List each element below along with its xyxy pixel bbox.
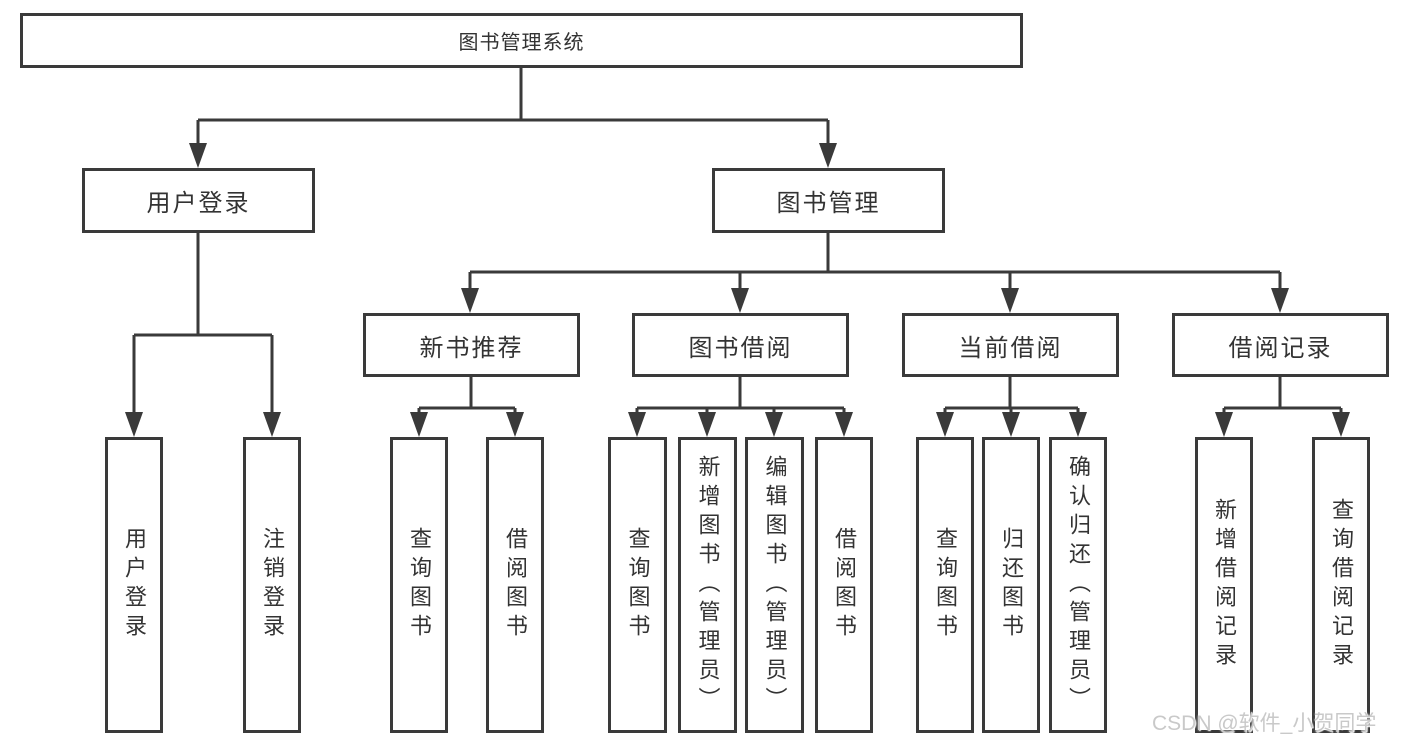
- csdn-watermark: CSDN @软件_小贺同学: [1152, 712, 1377, 735]
- connector-book-borrowing-to-leaves: [628, 377, 853, 437]
- connector-book-management-to-level3: [461, 233, 1289, 313]
- node-leaf-add-books-admin: 新增图书（管理员）: [678, 437, 737, 733]
- leaf-label: 注销登录: [260, 527, 285, 643]
- leaf-label: 新增图书（管理员）: [695, 454, 721, 716]
- connector-root-to-level2: [189, 68, 837, 168]
- arrowhead-leaf-confirm-return: [1069, 412, 1087, 437]
- node-library-management-system: 图书管理系统: [20, 13, 1023, 68]
- arrowhead-leaf-user-login: [125, 412, 143, 437]
- arrowhead-leaf-query-books: [410, 412, 428, 437]
- connector-path: [196, 68, 830, 148]
- arrowhead-leaf-borrow-books: [835, 412, 853, 437]
- leaf-label: 查询借阅记录: [1329, 498, 1354, 672]
- connector-path: [635, 377, 846, 416]
- node-leaf-query-borrow-record: 查询借阅记录: [1312, 437, 1370, 733]
- arrowhead-leaf-add-books: [698, 412, 716, 437]
- arrowhead-leaf-query-books: [936, 412, 954, 437]
- arrowhead-leaf-query-record: [1332, 412, 1350, 437]
- arrowhead-borrow-records: [1271, 288, 1289, 313]
- leaf-label: 编辑图书（管理员）: [762, 454, 788, 716]
- connector-path: [468, 233, 1282, 292]
- leaf-label: 新增借阅记录: [1212, 498, 1237, 672]
- arrowhead-new-book-recommend: [461, 288, 479, 313]
- connector-path: [943, 377, 1080, 416]
- leaf-label: 用户登录: [122, 527, 147, 643]
- arrowhead-leaf-return-books: [1002, 412, 1020, 437]
- node-leaf-query-books-recommend: 查询图书: [390, 437, 448, 733]
- node-leaf-user-login: 用户登录: [105, 437, 163, 733]
- node-book-management: 图书管理: [712, 168, 945, 233]
- node-leaf-edit-books-admin: 编辑图书（管理员）: [745, 437, 804, 733]
- node-leaf-query-books-current: 查询图书: [916, 437, 974, 733]
- node-book-borrowing: 图书借阅: [632, 313, 849, 377]
- leaf-label: 归还图书: [999, 527, 1024, 643]
- node-leaf-query-books-borrowing: 查询图书: [608, 437, 667, 733]
- arrowhead-leaf-borrow-books: [506, 412, 524, 437]
- arrowhead-book-borrowing: [731, 288, 749, 313]
- leaf-label: 查询图书: [407, 527, 432, 643]
- arrowhead-book-management: [819, 143, 837, 168]
- node-leaf-return-books: 归还图书: [982, 437, 1040, 733]
- leaf-label: 借阅图书: [503, 527, 528, 643]
- arrowhead-user-login: [189, 143, 207, 168]
- arrowhead-leaf-query-books: [628, 412, 646, 437]
- arrowhead-leaf-add-record: [1215, 412, 1233, 437]
- leaf-label: 确认归还（管理员）: [1066, 454, 1091, 716]
- connector-new-book-recommend-to-leaves: [410, 377, 524, 437]
- node-leaf-logout: 注销登录: [243, 437, 301, 733]
- connector-path: [1222, 377, 1343, 416]
- connector-borrow-records-to-leaves: [1215, 377, 1350, 437]
- node-leaf-borrow-books-recommend: 借阅图书: [486, 437, 544, 733]
- leaf-label: 借阅图书: [832, 527, 857, 643]
- connector-path: [417, 377, 517, 416]
- node-borrow-records: 借阅记录: [1172, 313, 1389, 377]
- node-current-borrowing: 当前借阅: [902, 313, 1119, 377]
- node-leaf-add-borrow-record: 新增借阅记录: [1195, 437, 1253, 733]
- arrowhead-current-borrowing: [1001, 288, 1019, 313]
- arrowhead-leaf-logout: [263, 412, 281, 437]
- connector-user-login-to-leaves: [125, 233, 281, 437]
- leaf-label: 查询图书: [625, 527, 651, 643]
- arrowhead-leaf-edit-books: [765, 412, 783, 437]
- node-new-book-recommend: 新书推荐: [363, 313, 580, 377]
- node-leaf-borrow-books-borrowing: 借阅图书: [815, 437, 873, 733]
- node-leaf-confirm-return-admin: 确认归还（管理员）: [1049, 437, 1107, 733]
- connector-path: [132, 233, 274, 416]
- connector-current-borrowing-to-leaves: [936, 377, 1087, 437]
- leaf-label: 查询图书: [933, 527, 958, 643]
- node-user-login: 用户登录: [82, 168, 315, 233]
